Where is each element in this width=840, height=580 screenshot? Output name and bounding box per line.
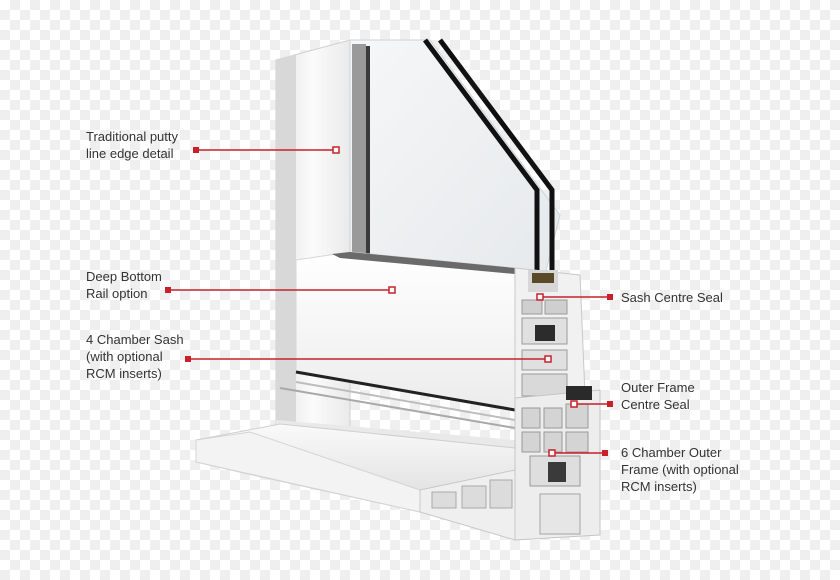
label-line: Traditional putty [86,129,179,144]
callout-target [548,449,556,457]
label-putty-line: Traditional putty line edge detail [86,128,178,162]
label-deep-bottom-rail: Deep Bottom Rail option [86,268,162,302]
callout-target [536,293,544,301]
callout-marker [165,287,171,293]
callout-lines [168,149,610,454]
label-line: Outer Frame [621,380,695,395]
label-line: Centre Seal [621,397,690,412]
glass-edge-inner [437,38,555,272]
callout-target [570,400,578,408]
label-sash-centre-seal: Sash Centre Seal [621,289,723,306]
callout-targets [332,146,578,457]
glazing-bead [352,44,366,254]
callout-target [544,355,552,363]
label-line: line edge detail [86,146,174,161]
callout-marker [607,294,613,300]
label-line: Rail option [86,286,148,301]
label-line: Deep Bottom [86,269,162,284]
label-line: Frame (with optional [621,462,739,477]
callout-markers [165,147,613,456]
frame-left-edge [276,54,296,468]
outer-frame-profile-section [514,386,601,541]
glass-edge-outer [422,38,540,272]
callout-marker [185,356,191,362]
callout-target [332,146,340,154]
callout-marker [193,147,199,153]
callout-marker [607,401,613,407]
callout-marker [602,450,608,456]
callout-target [388,286,396,294]
label-line: 6 Chamber Outer [621,445,722,460]
label-line: 4 Chamber Sash [86,332,184,347]
label-line: RCM inserts) [86,366,162,381]
label-line: Sash Centre Seal [621,290,723,305]
sash-profile-section [514,267,586,406]
label-chamber-sash: 4 Chamber Sash (with optional RCM insert… [86,331,184,382]
label-line: (with optional [86,349,163,364]
label-line: RCM inserts) [621,479,697,494]
label-outer-frame-centre-seal: Outer Frame Centre Seal [621,379,695,413]
window-frame-illustration [195,38,601,541]
label-chamber-outer-frame: 6 Chamber Outer Frame (with optional RCM… [621,444,739,495]
